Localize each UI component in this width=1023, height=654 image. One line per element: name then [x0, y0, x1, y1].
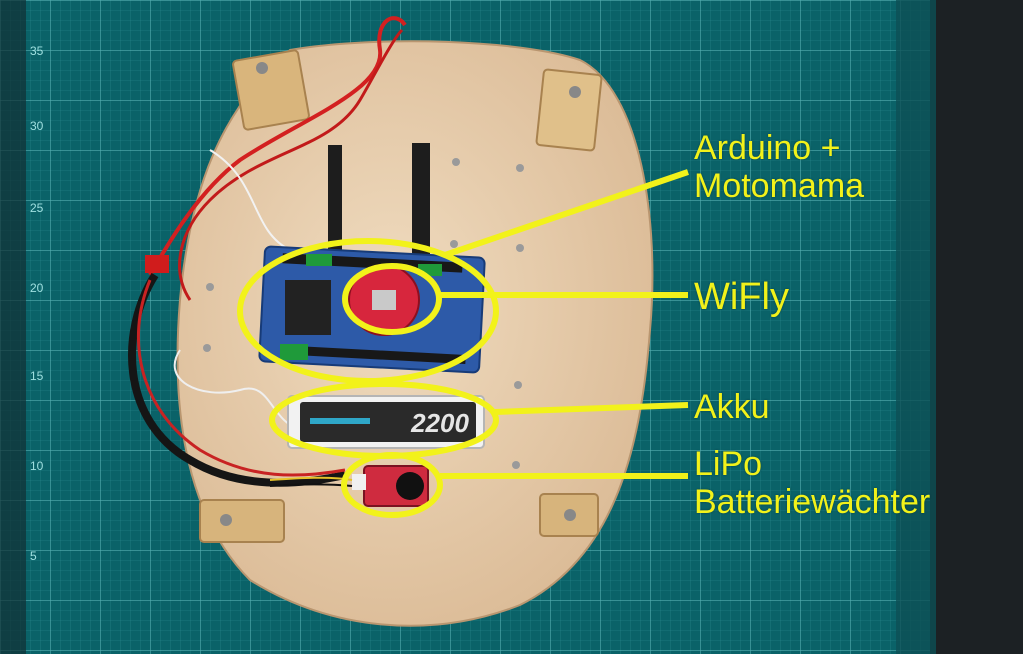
terminal-block [306, 254, 332, 266]
wire-white [209, 149, 291, 251]
label-lipo-line2: Batteriewächter [694, 483, 931, 521]
ellipse-arduino [237, 238, 499, 384]
label-wifly-text: WiFly [694, 276, 789, 318]
strap [412, 143, 430, 273]
pointer-akku [494, 402, 689, 415]
ruler-number: 25 [30, 201, 44, 215]
ruler-number: 20 [30, 281, 44, 295]
ruler-number: 35 [30, 44, 44, 58]
label-arduino: Arduino + Motomama [694, 129, 864, 205]
screws [203, 158, 524, 469]
bolt [569, 86, 581, 98]
wire-red [178, 28, 404, 301]
label-arduino-line2: Motomama [694, 167, 865, 205]
buzzer [396, 472, 424, 500]
ruler-numbers: 35 30 25 20 15 10 5 [30, 44, 44, 563]
ruler-number: 30 [30, 119, 44, 133]
wooden-post [199, 499, 285, 543]
label-wifly: WiFly [694, 278, 789, 316]
label-akku: Akku [694, 388, 770, 426]
battery-print: 2200 [410, 408, 469, 438]
wooden-post [535, 68, 603, 152]
terminal-block [280, 344, 308, 360]
alarm-connector [352, 474, 366, 490]
bolt [564, 509, 576, 521]
wooden-post [232, 49, 310, 131]
background-dark [930, 0, 1023, 654]
annotations [237, 169, 689, 518]
wire-black [128, 272, 346, 487]
label-arduino-line1: Arduino + [694, 129, 841, 167]
label-lipo: LiPo Batteriewächter [694, 445, 930, 521]
wire-red [148, 16, 407, 276]
battery-wrap [300, 402, 476, 442]
connector [145, 255, 169, 273]
ellipse-wifly [342, 263, 442, 335]
label-lipo-line1: LiPo [694, 445, 763, 483]
mat-edge [896, 0, 936, 654]
ruler-number: 15 [30, 369, 44, 383]
header-strip [285, 345, 466, 364]
pointer-arduino [444, 169, 689, 258]
motor-driver-chip [285, 280, 331, 335]
label-akku-text: Akku [694, 388, 770, 426]
wire-red [137, 279, 346, 477]
bolt [256, 62, 268, 74]
background-dark-left [0, 0, 26, 654]
ruler-number: 5 [30, 549, 37, 563]
ellipse-lipo [341, 452, 443, 518]
wifly-chip [372, 290, 396, 310]
ruler-number: 10 [30, 459, 44, 473]
bolt [220, 514, 232, 526]
battery-stripe [310, 418, 370, 424]
wire-white [173, 349, 301, 431]
